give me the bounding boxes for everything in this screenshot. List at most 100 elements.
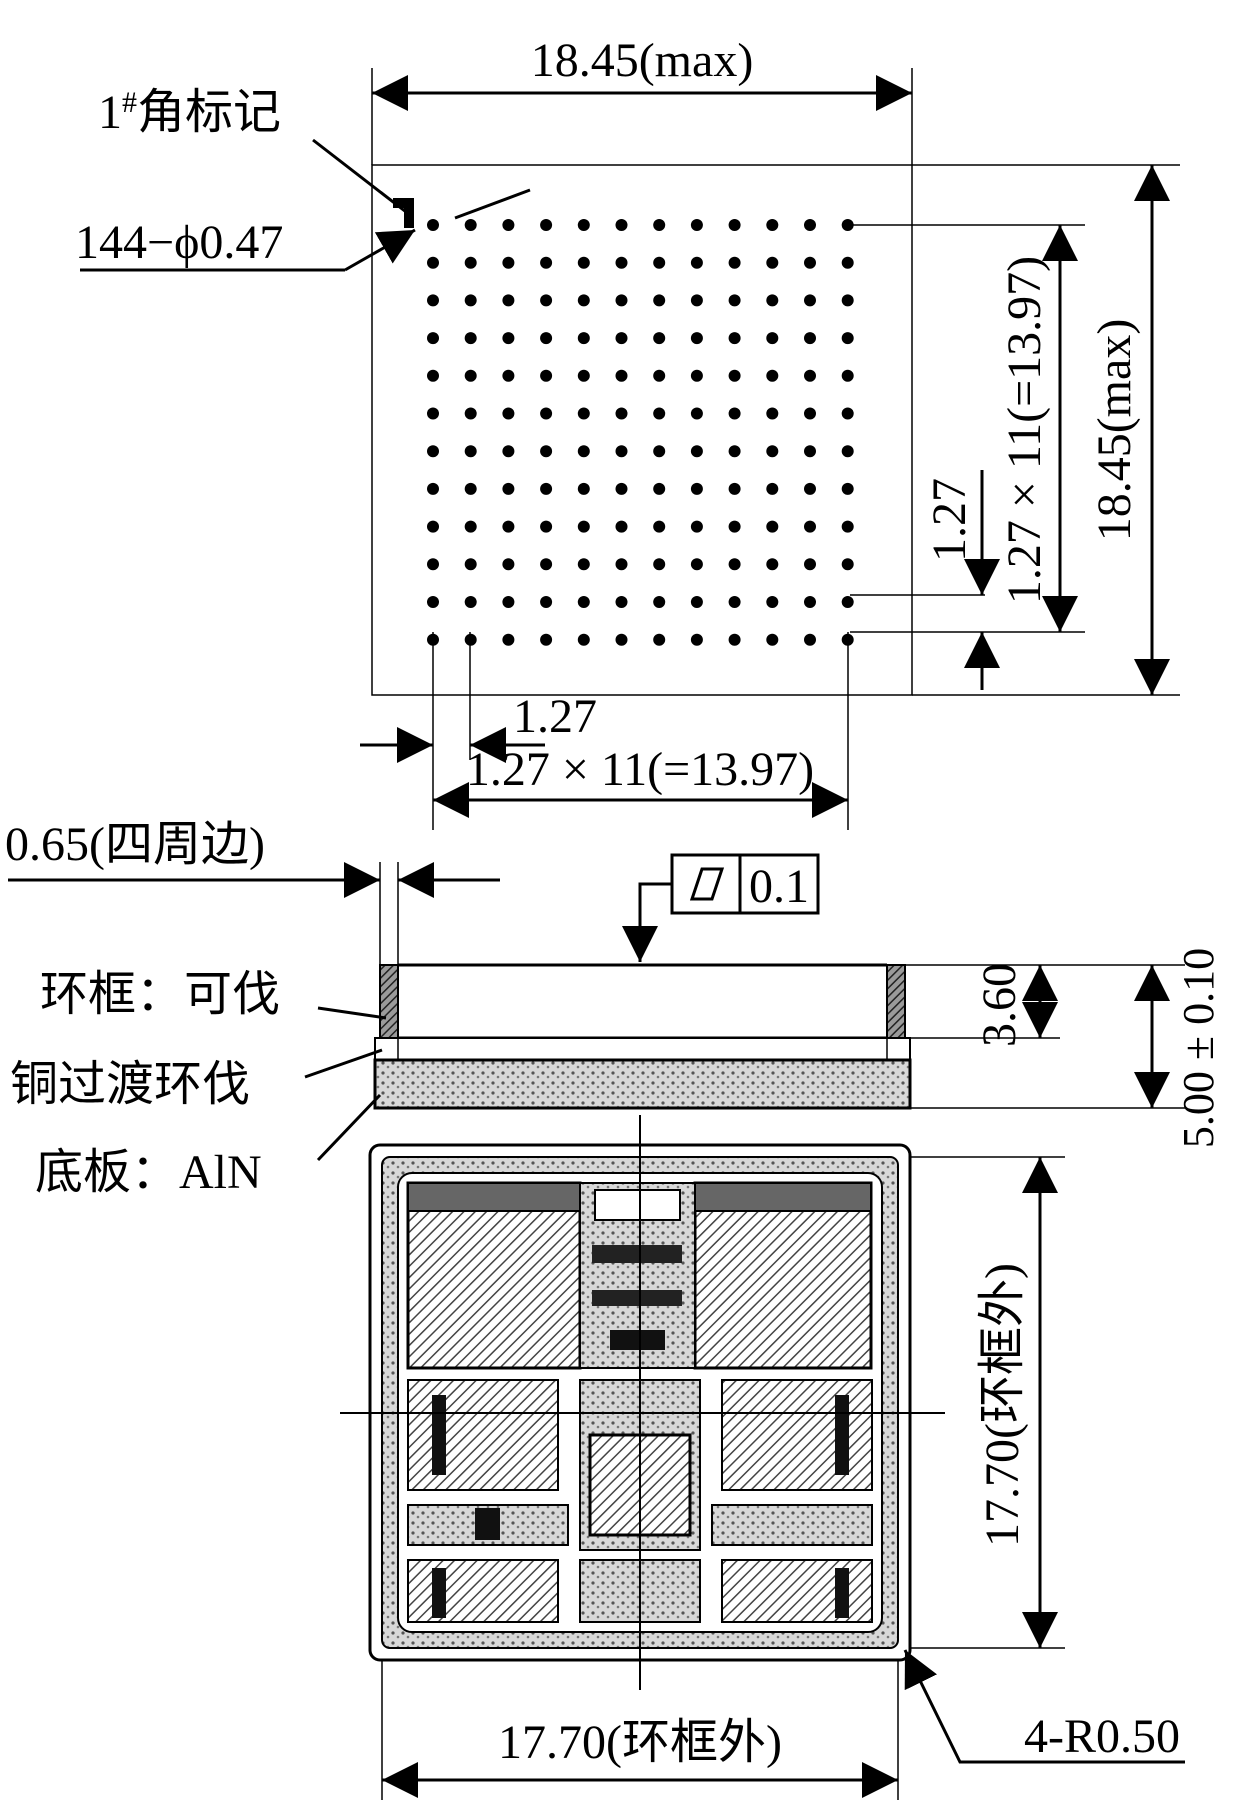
solder-ball [464,219,477,231]
solder-ball [804,407,816,420]
solder-ball [728,369,741,382]
package-outline [371,164,913,696]
pitch-h-label: 1.27 [513,690,597,743]
solder-ball [540,332,553,345]
solder-ball [728,558,741,571]
solder-ball [427,294,439,307]
solder-ball [427,219,439,231]
solder-ball [502,445,515,458]
solder-ball [577,558,590,571]
solder-ball [841,558,854,571]
span-v-label: 1.27 × 11(=13.97) [998,256,1051,604]
solder-ball [728,482,741,495]
flatness-value-box [738,853,820,915]
base-label: 底板：AlN [35,1146,262,1199]
solder-ball [615,520,628,533]
aln-base-plate [373,1058,912,1110]
solder-ball [502,596,515,608]
solder-ball [577,633,590,646]
total-height-label: 5.00 ± 0.10 [1174,948,1223,1148]
solder-ball [427,332,439,345]
solder-ball [577,256,590,269]
solder-ball [540,256,553,269]
corner-mark-label: 1#角标记 [98,86,281,140]
solder-ball [690,332,703,345]
mid-right-substrate [721,1379,873,1491]
solder-ball [502,294,515,307]
ball-grid [427,219,854,646]
solder-ball [766,633,779,646]
solder-ball [502,558,515,571]
solder-ball [690,219,703,231]
solder-ball [728,256,741,269]
solder-ball [766,482,779,495]
solder-ball [615,294,628,307]
solder-ball [540,596,553,608]
solder-ball [577,596,590,608]
mid-left-substrate [407,1379,559,1491]
solder-ball [464,520,477,533]
solder-ball [766,558,779,571]
solder-ball [502,633,515,646]
solder-ball [728,596,741,608]
top-height-label: 18.45(max) [1088,319,1141,542]
top-left-substrate [406,1181,582,1370]
solder-ball [427,369,439,382]
left-passive-dark [475,1508,500,1540]
solder-ball [841,520,854,533]
solder-ball [653,369,666,382]
solder-ball [653,256,666,269]
bottom-height-label: 17.70(环框外) [976,1263,1029,1547]
solder-ball [427,407,439,420]
solder-ball [615,596,628,608]
solder-ball [540,482,553,495]
solder-ball [766,407,779,420]
transition-label: 铜过渡环伐 [10,1058,250,1111]
transition-leader [304,1048,383,1079]
solder-ball [540,369,553,382]
frame-height-label: 3.60 [973,963,1026,1047]
span-h-label: 1.27 × 11(=13.97) [466,743,814,796]
solder-ball [804,294,816,307]
solder-ball [502,482,515,495]
pitch-v-label: 1.27 [923,478,976,562]
solder-ball [427,558,439,571]
mid-left-bar [432,1395,446,1475]
base-leader [316,1093,382,1162]
top-right-substrate-band [694,1182,872,1212]
solder-ball [427,596,439,608]
solder-ball [653,219,666,231]
solder-ball [766,294,779,307]
solder-ball [502,219,515,231]
solder-ball [653,558,666,571]
solder-ball [766,219,779,231]
bottom-left-substrate [407,1559,559,1623]
solder-ball [690,558,703,571]
bottom-left-bar [432,1568,446,1618]
solder-ball [766,256,779,269]
solder-ball [615,445,628,458]
solder-ball [728,219,741,231]
solder-ball [615,219,628,231]
solder-ball [653,332,666,345]
solder-ball [577,369,590,382]
flatness-leader [622,882,672,962]
solder-ball [615,332,628,345]
solder-ball [841,332,854,345]
solder-ball [690,294,703,307]
solder-ball [804,520,816,533]
solder-ball [615,369,628,382]
solder-ball [653,596,666,608]
center-upper-trace-2 [592,1290,682,1306]
solder-ball [804,558,816,571]
solder-ball [653,633,666,646]
solder-ball [728,332,741,345]
solder-ball [653,407,666,420]
solder-ball [690,520,703,533]
solder-ball [464,332,477,345]
frame-wall-left [379,964,399,1039]
solder-ball [728,294,741,307]
bottom-right-substrate [721,1559,873,1623]
solder-ball [502,332,515,345]
